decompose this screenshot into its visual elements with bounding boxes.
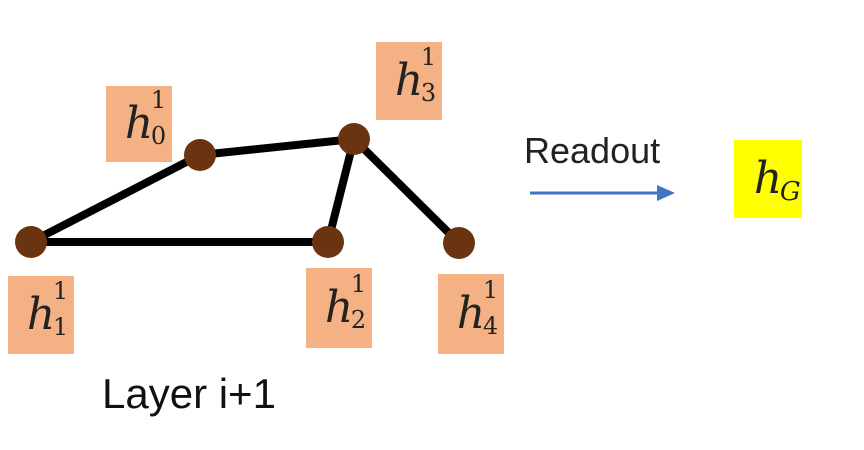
graph-embedding-sub: G xyxy=(779,177,801,207)
node-h0 xyxy=(184,139,216,171)
graph-edges xyxy=(27,135,463,247)
edge-h1-h0 xyxy=(27,151,204,246)
edge-h2-h3 xyxy=(324,135,358,246)
graph-embedding-base: h xyxy=(753,153,783,204)
edge-h0-h3 xyxy=(196,135,358,159)
node-h4 xyxy=(443,227,475,259)
graph-nodes xyxy=(15,123,475,259)
readout-label: Readout xyxy=(524,130,661,171)
node-h3 xyxy=(338,123,370,155)
node-h1 xyxy=(15,226,47,258)
node-h2 xyxy=(312,226,344,258)
readout-arrow xyxy=(530,185,675,201)
edge-h3-h4 xyxy=(350,135,463,247)
layer-caption: Layer i+1 xyxy=(102,370,276,417)
